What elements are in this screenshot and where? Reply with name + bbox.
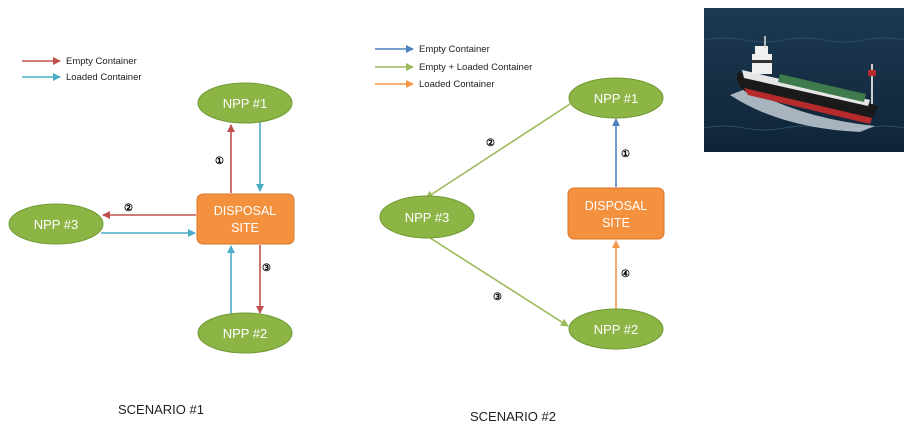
npp1-node: NPP #1	[197, 82, 293, 124]
step-2-label: ②	[124, 203, 133, 214]
npp3-node: NPP #3	[379, 195, 475, 239]
legend-scenario-1: Empty Container Loaded Container	[22, 56, 142, 83]
legend-loaded-label: Loaded Container	[66, 72, 142, 83]
legend-empty-loaded-label: Empty + Loaded Container	[419, 62, 532, 73]
step-3-label: ③	[493, 292, 502, 303]
scenario-1-title: SCENARIO #1	[118, 402, 204, 417]
npp3-label: NPP #3	[34, 217, 79, 232]
arrow-npp3-to-npp2	[426, 235, 569, 327]
disposal-site-label-line2: SITE	[602, 216, 630, 230]
npp1-label: NPP #1	[594, 91, 639, 106]
npp3-node: NPP #3	[8, 203, 104, 245]
scenario-2: Empty Container Empty + Loaded Container…	[375, 44, 665, 424]
legend-empty-label: Empty Container	[419, 44, 490, 55]
step-1-label: ①	[215, 156, 224, 167]
step-2-label: ②	[486, 138, 495, 149]
legend-loaded-label: Loaded Container	[419, 79, 495, 90]
npp1-label: NPP #1	[223, 96, 268, 111]
npp2-node: NPP #2	[568, 308, 664, 350]
npp3-label: NPP #3	[405, 210, 450, 225]
disposal-site-label-line1: DISPOSAL	[214, 204, 277, 218]
step-3-label: ③	[262, 263, 271, 274]
scenario-1: Empty Container Loaded Container ① ② ③ N…	[8, 56, 295, 417]
npp1-node: NPP #1	[568, 77, 664, 119]
step-1-label: ①	[621, 149, 630, 160]
cargo-ship-photo	[703, 8, 905, 152]
legend-empty-label: Empty Container	[66, 56, 137, 67]
npp2-label: NPP #2	[223, 326, 268, 341]
legend-scenario-2: Empty Container Empty + Loaded Container…	[375, 44, 532, 90]
step-4-label: ④	[621, 269, 630, 280]
disposal-site-label-line1: DISPOSAL	[585, 199, 648, 213]
disposal-site-box: DISPOSAL SITE	[567, 187, 665, 240]
disposal-site-label-line2: SITE	[231, 221, 259, 235]
scenario-2-title: SCENARIO #2	[470, 409, 556, 424]
arrow-npp1-to-npp3	[425, 103, 571, 199]
npp2-label: NPP #2	[594, 322, 639, 337]
npp2-node: NPP #2	[197, 312, 293, 354]
disposal-site-box: DISPOSAL SITE	[196, 193, 295, 245]
